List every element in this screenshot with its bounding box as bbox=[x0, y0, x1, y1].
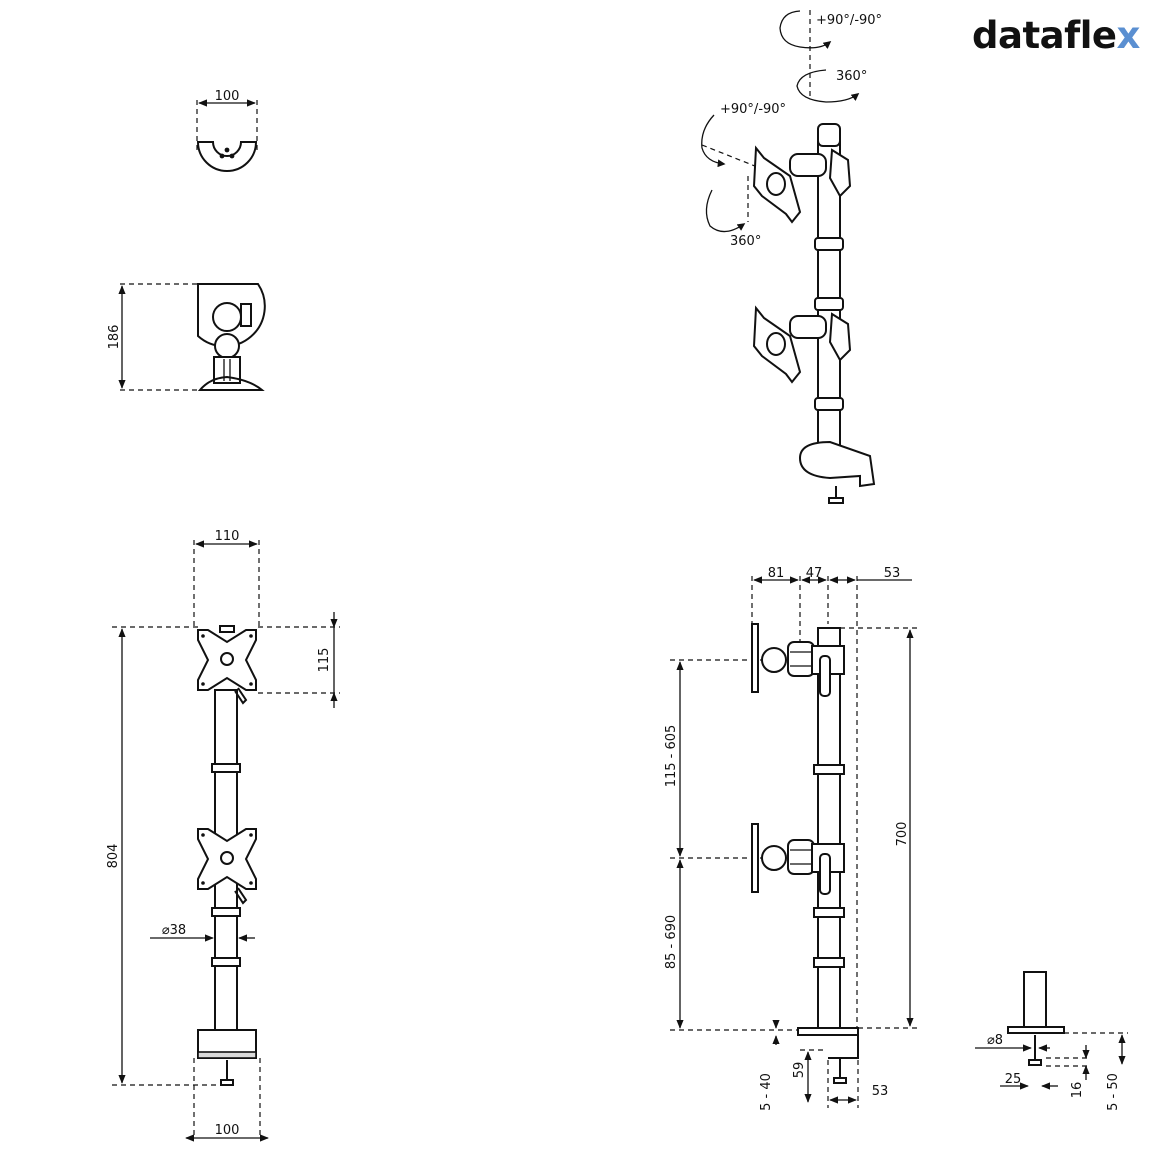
clamp-gap-label: 59 bbox=[792, 1062, 807, 1079]
vesa-height-label: 115 bbox=[317, 648, 332, 673]
arm-offset-3-label: 53 bbox=[884, 566, 901, 581]
rotate-label: 360° bbox=[730, 234, 761, 249]
vesa-plate-bottom bbox=[197, 828, 257, 905]
adjust-lower-label: 85 - 690 bbox=[664, 915, 679, 969]
tilt-top-label: +90°/-90° bbox=[816, 13, 882, 28]
grommet-detail: ⌀8 25 16 5 - 50 bbox=[975, 971, 1128, 1111]
pole-height-label: 700 bbox=[895, 822, 910, 847]
vesa-width-label: 110 bbox=[215, 529, 240, 544]
clamp-thickness-label: 5 - 40 bbox=[759, 1073, 774, 1111]
front-view: 110 115 804 bbox=[106, 529, 340, 1142]
arm-offset-1-label: 81 bbox=[768, 566, 785, 581]
pole-diameter-label: ⌀38 bbox=[162, 923, 186, 938]
brand-logo: dataflex bbox=[972, 14, 1140, 57]
brand-logo-text: dataflex bbox=[972, 14, 1140, 57]
top-view: 100 bbox=[196, 89, 258, 172]
side-height-label: 186 bbox=[107, 325, 122, 350]
isometric-view: +90°/-90° 360° +90°/-90° 360° bbox=[701, 10, 882, 504]
vesa-plate-top bbox=[197, 625, 257, 705]
total-height-label: 804 bbox=[106, 844, 121, 869]
bolt-diameter-label: ⌀8 bbox=[987, 1033, 1003, 1048]
brand-logo-accent: x bbox=[1116, 14, 1140, 57]
clamp-depth-label: 53 bbox=[872, 1084, 889, 1099]
adjust-upper-label: 115 - 605 bbox=[664, 725, 679, 788]
grommet-range-label: 5 - 50 bbox=[1106, 1073, 1121, 1111]
arm-offset-2-label: 47 bbox=[806, 566, 823, 581]
side-view-small: 186 bbox=[107, 283, 266, 391]
swivel-label: 360° bbox=[836, 69, 867, 84]
base-width-label: 100 bbox=[215, 1123, 240, 1138]
side-view-large: 81 47 53 700 115 - 605 85 - 690 bbox=[664, 566, 918, 1111]
top-plate-width-label: 100 bbox=[215, 89, 240, 104]
tilt-label: +90°/-90° bbox=[720, 102, 786, 117]
bolt-height-label: 16 bbox=[1070, 1082, 1085, 1099]
bolt-width-label: 25 bbox=[1005, 1072, 1022, 1087]
